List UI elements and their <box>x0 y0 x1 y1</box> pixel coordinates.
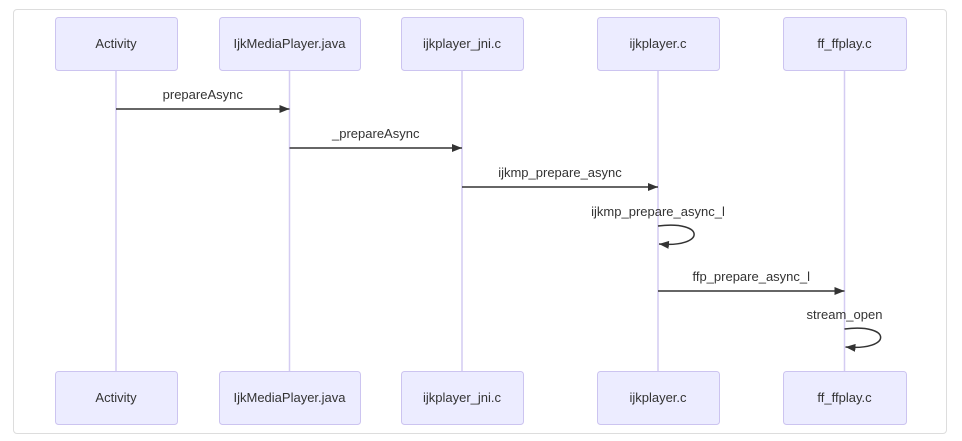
participant-label: Activity <box>95 36 137 51</box>
participant-label: ijkplayer.c <box>629 36 687 51</box>
participant-box <box>401 17 524 71</box>
participant-bottom-ff-ffplay-c: ff_ffplay.c <box>783 371 907 425</box>
participant-top-ijkplayer-jni-c: ijkplayer_jni.c <box>401 17 524 71</box>
participant-label: IjkMediaPlayer.java <box>234 390 347 405</box>
participant-top-ijkplayer-c: ijkplayer.c <box>597 17 720 71</box>
participant-box <box>401 371 524 425</box>
self-message-arrow <box>844 327 882 352</box>
message-label: prepareAsync <box>163 87 244 102</box>
participant-bottom-ijkmediaplayer-java: IjkMediaPlayer.java <box>219 371 361 425</box>
participant-box <box>219 17 361 71</box>
message-label: stream_open <box>807 307 883 322</box>
participant-label: ijkplayer_jni.c <box>423 390 502 405</box>
message: _prepareAsync <box>289 126 462 152</box>
message-label: ffp_prepare_async_l <box>692 269 810 284</box>
message: ijkmp_prepare_async_l <box>591 204 725 249</box>
message: ffp_prepare_async_l <box>658 269 845 295</box>
participant-label: Activity <box>95 390 137 405</box>
participant-box <box>783 371 907 425</box>
message-label: _prepareAsync <box>331 126 420 141</box>
participant-top-activity: Activity <box>55 17 178 71</box>
message-label: ijkmp_prepare_async <box>498 165 622 180</box>
message: stream_open <box>807 307 883 352</box>
participant-box <box>783 17 907 71</box>
participant-label: ff_ffplay.c <box>817 390 872 405</box>
participant-top-ff-ffplay-c: ff_ffplay.c <box>783 17 907 71</box>
participant-label: ijkplayer.c <box>629 390 687 405</box>
participant-box <box>55 17 178 71</box>
participant-label: ijkplayer_jni.c <box>423 36 502 51</box>
participant-box <box>219 371 361 425</box>
participant-top-ijkmediaplayer-java: IjkMediaPlayer.java <box>219 17 361 71</box>
message-label: ijkmp_prepare_async_l <box>591 204 725 219</box>
participant-box <box>597 371 720 425</box>
participant-bottom-activity: Activity <box>55 371 178 425</box>
participant-bottom-ijkplayer-c: ijkplayer.c <box>597 371 720 425</box>
message: prepareAsync <box>116 87 290 113</box>
participant-label: ff_ffplay.c <box>817 36 872 51</box>
participant-label: IjkMediaPlayer.java <box>234 36 347 51</box>
diagram-frame <box>13 9 947 434</box>
self-message-arrow <box>657 224 695 249</box>
participant-box <box>55 371 178 425</box>
message: ijkmp_prepare_async <box>462 165 658 191</box>
participant-box <box>597 17 720 71</box>
participant-bottom-ijkplayer-jni-c: ijkplayer_jni.c <box>401 371 524 425</box>
